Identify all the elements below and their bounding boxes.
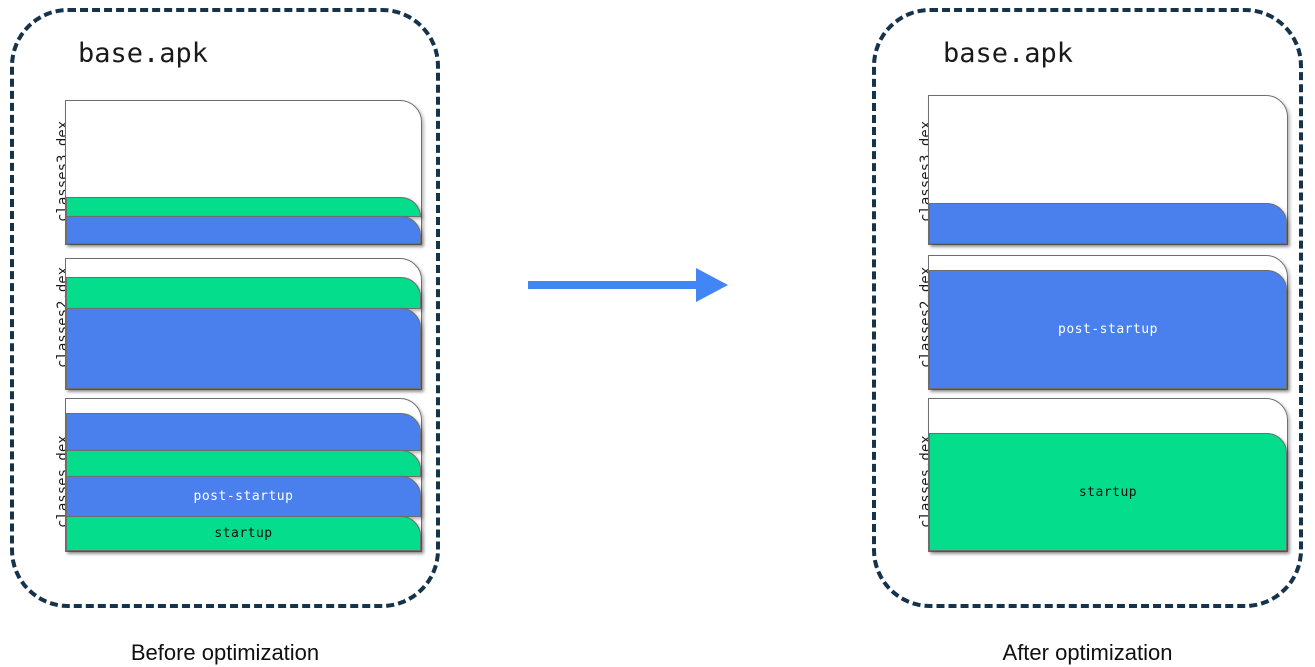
right-arrow-icon [528, 268, 728, 302]
band-label: post-startup [1058, 322, 1158, 337]
band-post-startup-labeled: post-startup [929, 270, 1287, 389]
band-post-startup [66, 308, 421, 389]
band-post-startup [66, 216, 421, 244]
dex-block-after-classes3 [928, 95, 1288, 245]
band-startup-labeled: startup [66, 516, 421, 551]
caption-after: After optimization [1002, 640, 1173, 665]
band-post-startup-labeled: post-startup [66, 476, 421, 517]
dex-block-before-classes: post-startup startup [65, 398, 422, 552]
dex-block-after-classes: startup [928, 398, 1288, 552]
dex-block-after-classes2: post-startup [928, 255, 1288, 390]
band-startup [66, 277, 421, 309]
apk-title-after: base.apk [943, 38, 1074, 69]
band-startup [66, 197, 421, 217]
band-startup-labeled: startup [929, 433, 1287, 551]
band-label: startup [1078, 484, 1138, 500]
dex-block-before-classes3 [65, 100, 422, 245]
band-label: startup [214, 526, 273, 541]
band-post-startup [66, 413, 421, 451]
band-startup [66, 450, 421, 477]
caption-before: Before optimization [130, 640, 320, 665]
band-post-startup [929, 203, 1287, 244]
dex-block-before-classes2 [65, 258, 422, 390]
apk-title-before: base.apk [78, 38, 209, 69]
band-label: post-startup [193, 489, 294, 504]
transformation-arrow [520, 262, 740, 308]
